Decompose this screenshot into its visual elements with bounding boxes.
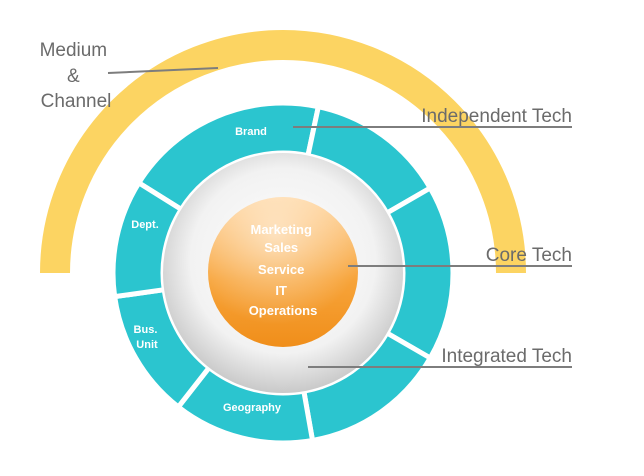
core-tech-label: Core Tech [486,245,572,266]
core-label: Marketing Sales Service IT Operations [249,222,318,318]
segment-label-dept: Dept. [131,219,159,231]
core-circle-shine [208,197,358,347]
core-line-sales: Sales [264,240,298,255]
core-line-marketing: Marketing [250,222,311,237]
leader-line-medium [107,67,219,74]
integrated-tech-label: Integrated Tech [441,346,572,367]
medium-channel-label: Medium & Channel [40,40,113,112]
medium-channel-line-1: Medium [40,40,108,61]
core-line-operations: Operations [249,303,318,318]
medium-channel-arc [40,30,526,274]
segment-label-brand: Brand [235,126,267,138]
segment-label-bus-unit-line-1: Bus. [134,324,158,336]
segment-label-bus-unit: Bus. Unit [134,324,161,351]
medium-channel-line-2: & [67,66,80,87]
segment-label-bus-unit-line-2: Unit [136,339,158,351]
medium-channel-line-3: Channel [41,91,112,112]
core-line-service: Service [258,262,304,277]
segment-label-geography: Geography [223,402,282,414]
core-line-it: IT [275,283,287,298]
independent-tech-label: Independent Tech [421,106,572,127]
